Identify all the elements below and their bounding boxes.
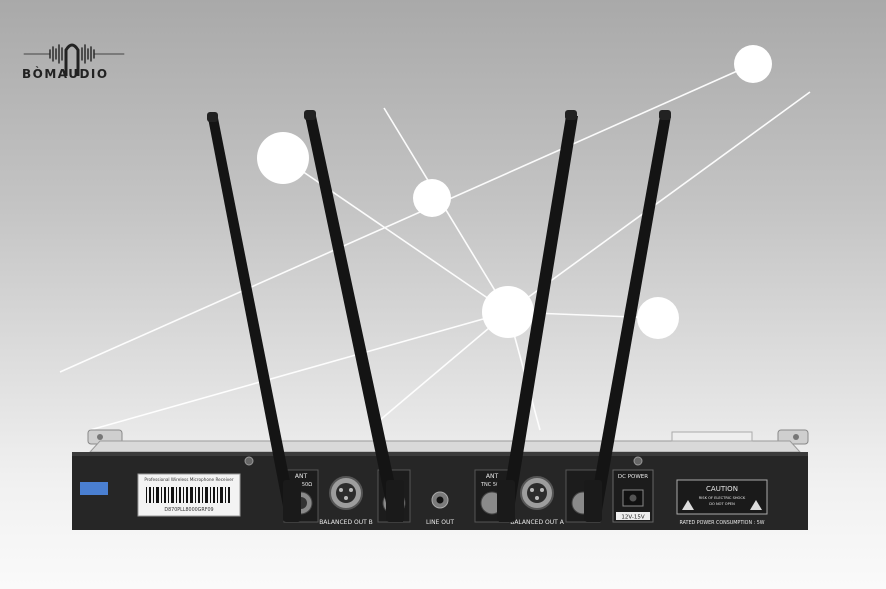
- dc-power-label: DC POWER: [618, 474, 648, 480]
- waveform-icon: [23, 44, 125, 64]
- warning-triangle-icon: [750, 500, 762, 510]
- antenna: [304, 110, 404, 522]
- network-nodes: [257, 45, 772, 339]
- network-lines: [59, 63, 811, 431]
- antenna: [584, 110, 671, 522]
- blue-sticker: [80, 482, 108, 495]
- dc-rating-label: 12V-15V: [621, 515, 644, 521]
- power-consumption-label: RATED POWER CONSUMPTION : 5W: [680, 520, 765, 526]
- balanced-out-a-label: BALANCED OUT A: [510, 519, 564, 526]
- warning-triangle-icon: [682, 500, 694, 510]
- network-node: [637, 297, 679, 339]
- line-out-label: LINE OUT: [426, 519, 454, 526]
- network-node: [734, 45, 772, 83]
- balanced-out-b-label: BALANCED OUT B: [319, 519, 373, 526]
- brand-name: BÒMAUDIO: [22, 67, 109, 81]
- antenna: [207, 112, 301, 522]
- barcode-text: D870PLL8000GRF09: [164, 507, 213, 513]
- antenna-a-label: ANT: [486, 473, 499, 480]
- antenna-b-label: ANT: [295, 473, 308, 480]
- product-description: Professional Wireless Microphone Receive…: [144, 477, 233, 482]
- chassis-top: [88, 440, 802, 453]
- network-node: [413, 179, 451, 217]
- brand-logo: [23, 43, 125, 76]
- caution-title: CAUTION: [706, 485, 738, 493]
- barcode: [146, 487, 230, 503]
- caution-line-1: RISK OF ELECTRIC SHOCK: [699, 496, 746, 500]
- network-node: [482, 286, 534, 338]
- antenna-a-impedance: TNC 50Ω: [480, 482, 503, 488]
- caution-line-2: DO NOT OPEN: [709, 502, 735, 506]
- network-node: [257, 132, 309, 184]
- logo-letter-a-icon: [64, 43, 80, 76]
- antenna: [497, 110, 578, 522]
